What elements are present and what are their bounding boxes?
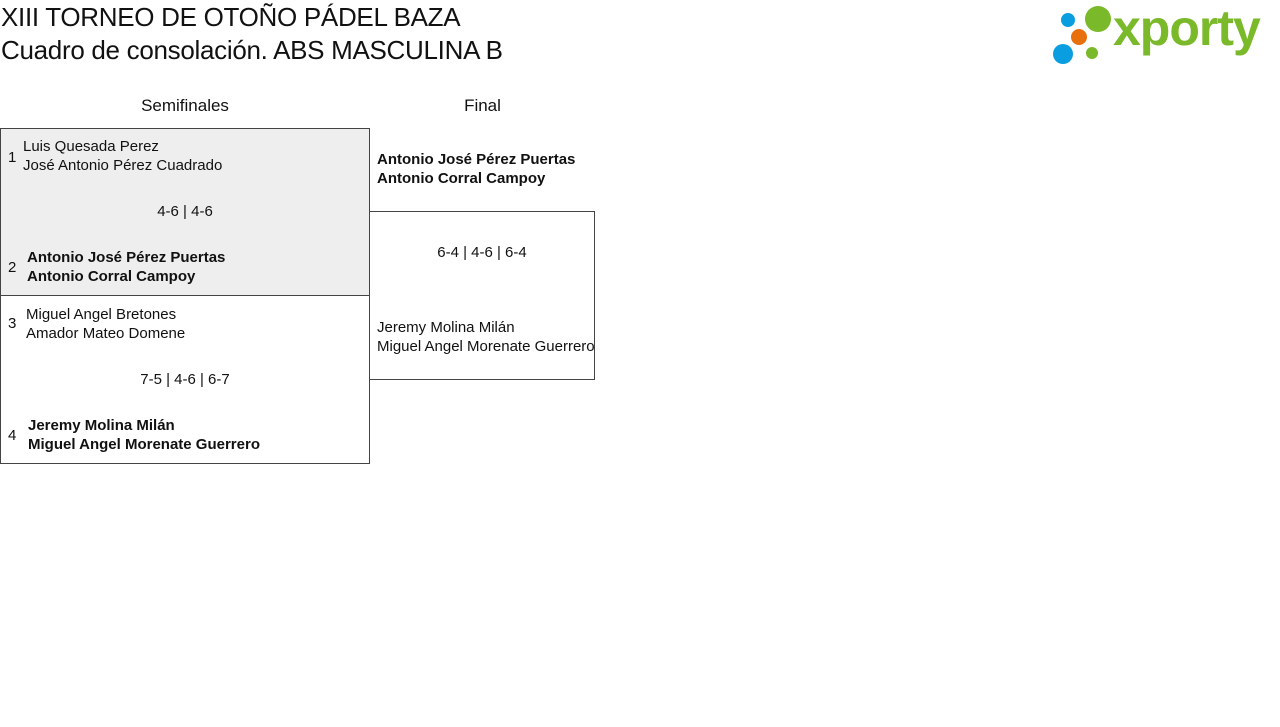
- team-1: Miguel Angel Bretones Amador Mateo Domen…: [26, 305, 185, 343]
- player: Miguel Angel Morenate Guerrero: [28, 436, 260, 453]
- draw-subtitle: Cuadro de consolación. ABS MASCULINA B: [1, 35, 503, 65]
- final-team-1-winner: Antonio José Pérez Puertas Antonio Corra…: [377, 150, 594, 188]
- final-team-2: Jeremy Molina Milán Miguel Angel Morenat…: [377, 318, 594, 356]
- round-final: Final: [464, 96, 501, 115]
- xporty-logo[interactable]: xporty: [1052, 0, 1276, 67]
- seed: 3: [8, 315, 17, 332]
- team-1: Luis Quesada Perez José Antonio Pérez Cu…: [23, 137, 222, 175]
- player: Antonio José Pérez Puertas: [377, 151, 576, 168]
- match-score: 7-5 | 4-6 | 6-7: [140, 371, 230, 388]
- player: Miguel Angel Morenate Guerrero: [377, 338, 594, 355]
- player: Jeremy Molina Milán: [28, 417, 175, 434]
- seed: 2: [8, 259, 17, 276]
- player: José Antonio Pérez Cuadrado: [23, 157, 223, 174]
- round-semifinales: Semifinales: [141, 96, 229, 115]
- semifinal-match-1[interactable]: 1 Luis Quesada Perez José Antonio Pérez …: [0, 128, 370, 296]
- seed: 1: [8, 149, 17, 166]
- semifinal-match-2[interactable]: 3 Miguel Angel Bretones Amador Mateo Dom…: [0, 295, 370, 464]
- player: Miguel Angel Bretones: [26, 306, 177, 323]
- logo-icon: [1053, 6, 1111, 64]
- player: Antonio Corral Campoy: [27, 268, 196, 285]
- logo-text: xporty: [1113, 0, 1261, 56]
- player: Luis Quesada Perez: [23, 138, 159, 155]
- team-2-winner: Antonio José Pérez Puertas Antonio Corra…: [27, 248, 225, 286]
- player: Amador Mateo Domene: [26, 325, 186, 342]
- player: Jeremy Molina Milán: [377, 319, 515, 336]
- match-score: 4-6 | 4-6: [157, 203, 213, 220]
- match-score: 6-4 | 4-6 | 6-4: [437, 244, 527, 261]
- team-2-winner: Jeremy Molina Milán Miguel Angel Morenat…: [28, 416, 260, 454]
- tournament-title: XIII TORNEO DE OTOÑO PÁDEL BAZA: [1, 2, 461, 32]
- final-match[interactable]: 6-4 | 4-6 | 6-4: [369, 211, 595, 380]
- player: Antonio Corral Campoy: [377, 170, 546, 187]
- seed: 4: [8, 427, 17, 444]
- player: Antonio José Pérez Puertas: [27, 249, 226, 266]
